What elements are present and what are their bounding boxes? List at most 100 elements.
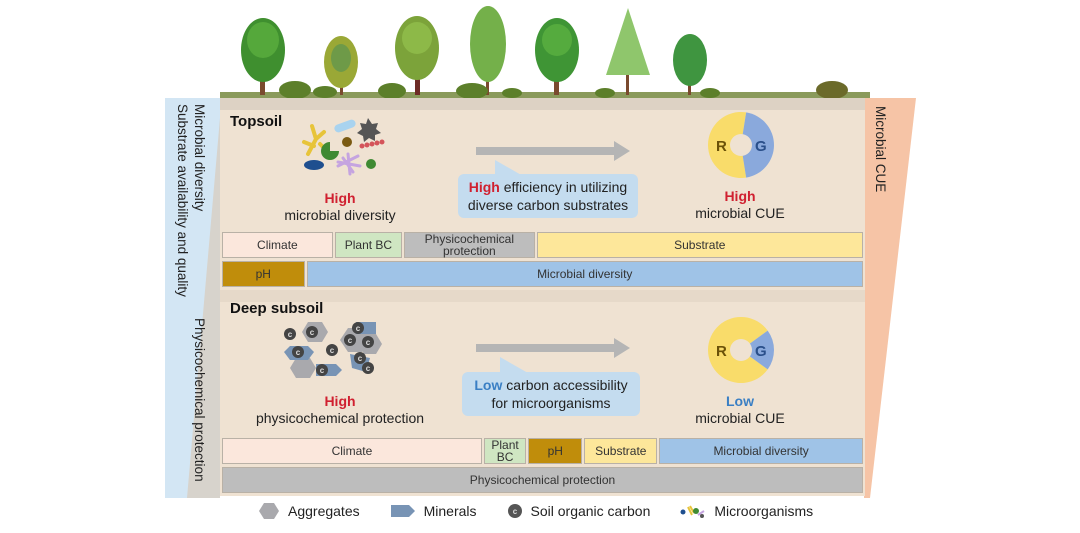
level-high: High [724, 188, 756, 204]
chain-bacterium-icon [359, 139, 385, 149]
aggregate-icons [290, 322, 382, 378]
subsoil-protection-caption: High physicochemical protection [235, 393, 445, 427]
protection-wedge [187, 118, 220, 498]
svg-text:c: c [330, 346, 335, 355]
cocci-icon [321, 142, 339, 160]
factor-climate: Climate [222, 438, 482, 464]
tree-icon [470, 6, 506, 95]
factor-substrate: Substrate [584, 438, 658, 464]
caption-text: microbial CUE [695, 205, 785, 221]
factor-ph: pH [222, 261, 305, 287]
growth-label: G [755, 138, 767, 155]
flow-arrow [476, 141, 630, 161]
soil-divider-band [220, 290, 865, 302]
bubble-tail [495, 160, 523, 176]
respiration-segment [708, 112, 747, 178]
substrate-axis-label: Substrate availability and quality [175, 104, 190, 297]
growth-segment [741, 330, 774, 370]
growth-segment [741, 112, 774, 178]
mineral-pentagon-icon [390, 505, 415, 517]
legend-label: Microorganisms [714, 503, 814, 519]
tree-icon [606, 8, 650, 95]
ground-strip [220, 92, 870, 98]
topsoil-title: Topsoil [230, 113, 283, 130]
level-low: Low [474, 377, 503, 393]
svg-text:c: c [320, 366, 325, 375]
factor-plant-bc: Plant BC [483, 438, 527, 464]
subsoil-title: Deep subsoil [230, 300, 324, 317]
caption-text: microbial diversity [284, 207, 396, 223]
aggregate-hexagon-icon [259, 503, 279, 519]
caption-text: microbial CUE [695, 410, 785, 426]
subsoil-factor-row-2: Physicochemical protection [222, 467, 863, 493]
tree-icon [241, 18, 285, 95]
legend-label: Soil organic carbon [530, 503, 651, 519]
donut-hole [730, 339, 752, 361]
tree-icon [673, 34, 707, 95]
respiration-label: R [716, 343, 727, 360]
factor-microbial-diversity: Microbial diversity [659, 438, 863, 464]
legend-item-aggregates: Aggregates [258, 502, 360, 520]
svg-text:c: c [358, 354, 363, 363]
tree-icon [535, 18, 579, 95]
factor-physicochemical-protection: Physicochemical protection [222, 467, 863, 493]
bubble-tail [500, 357, 528, 373]
legend: Aggregates Minerals c Soil organic carbo… [258, 502, 843, 520]
factor-climate: Climate [222, 232, 333, 258]
microbial-cue-axis-label: Microbial CUE [873, 106, 888, 193]
bush-icon [279, 81, 848, 99]
svg-text:c: c [512, 507, 517, 516]
donut-hole [730, 134, 752, 156]
legend-item-minerals: Minerals [390, 503, 477, 519]
filament-microbe-icon [336, 152, 362, 176]
legend-label: Aggregates [288, 503, 360, 519]
bubble-text: efficiency in utilizing diverse carbon s… [467, 179, 629, 213]
flow-arrow [476, 338, 630, 358]
factor-physicochemical-protection: Physicochemical protection [404, 232, 535, 258]
microbial-diversity-axis-label: Microbial diversity [192, 104, 207, 212]
level-high: High [324, 190, 356, 206]
microorganisms-illustration [302, 118, 385, 176]
caption-text: physicochemical protection [255, 410, 425, 426]
cue-wedge [864, 98, 916, 498]
tree-icon [324, 36, 358, 95]
level-high: High [468, 179, 500, 195]
factor-ph: pH [528, 438, 583, 464]
factor-microbial-diversity: Microbial diversity [306, 261, 863, 287]
factor-substrate: Substrate [536, 232, 863, 258]
star-microbe-icon [357, 118, 381, 142]
soil-surface-band [220, 98, 865, 110]
microorganisms-icon [680, 505, 705, 518]
topsoil-diversity-caption: High microbial diversity [245, 190, 435, 224]
svg-text:c: c [288, 330, 293, 339]
soc-circle-icon: c [507, 504, 522, 518]
legend-item-soc: c Soil organic carbon [507, 503, 651, 519]
bubble-text: carbon accessibility for microorganisms [491, 377, 628, 411]
level-high: High [324, 393, 356, 409]
subsoil-cue-donut: R G [708, 317, 774, 383]
topsoil-cue-caption: High microbial CUE [670, 188, 810, 222]
svg-text:c: c [348, 336, 353, 345]
svg-text:c: c [356, 324, 361, 333]
subsoil-cue-caption: Low microbial CUE [670, 393, 810, 427]
topsoil-mechanism-bubble: High efficiency in utilizing diverse car… [458, 174, 638, 218]
respiration-label: R [716, 138, 727, 155]
round-microbe-icon [366, 159, 376, 169]
oval-microbe-icon [304, 160, 324, 170]
fungal-hypha-icon [302, 124, 328, 156]
spiky-microbe-icon [342, 137, 352, 147]
factor-plant-bc: Plant BC [334, 232, 403, 258]
topsoil-cue-donut: R G [708, 112, 774, 178]
level-low: Low [726, 393, 754, 409]
tree-icon [395, 16, 439, 95]
subsoil-mechanism-bubble: Low carbon accessibility for microorgani… [462, 372, 640, 416]
physicochemical-protection-axis-label: Physicochemical protection [192, 318, 207, 482]
svg-text:c: c [296, 348, 301, 357]
svg-text:c: c [366, 338, 371, 347]
forest-illustration [220, 6, 870, 99]
left-gradient-wedge [165, 98, 220, 498]
